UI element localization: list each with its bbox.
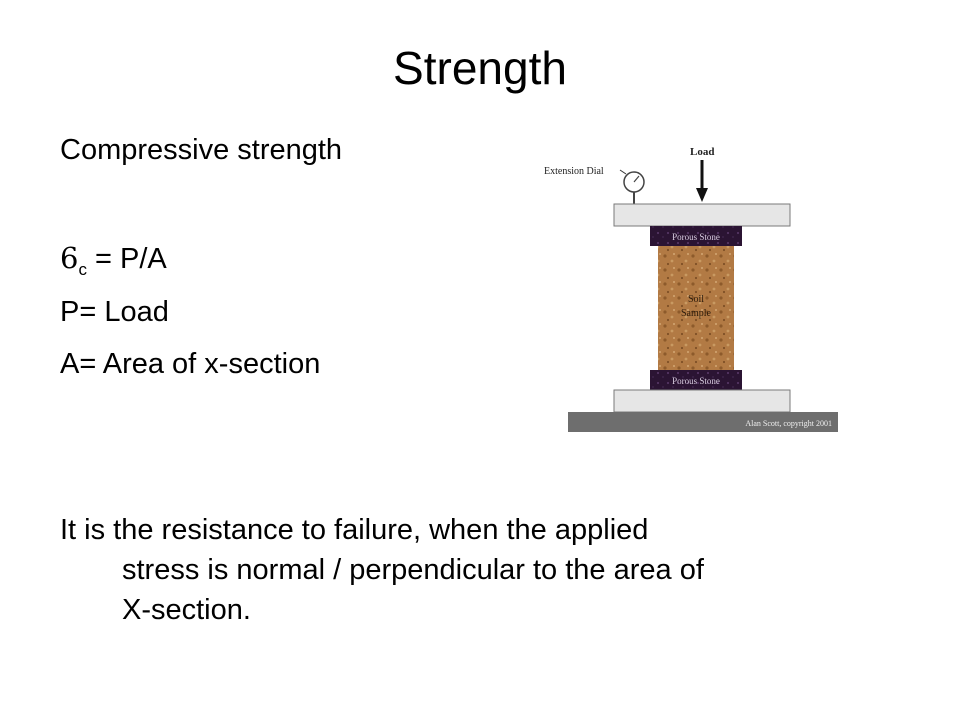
- bottom-platen: [613, 389, 791, 413]
- definition-area: A= Area of x-section: [60, 348, 321, 380]
- extension-dial-label: Extension Dial: [544, 166, 604, 177]
- formula: 6c = P/A: [60, 240, 167, 288]
- formula-subscript: c: [78, 260, 87, 279]
- heading-compressive-strength: Compressive strength: [60, 134, 343, 166]
- soil-sample: [658, 246, 734, 370]
- formula-rhs: = P/A: [86, 243, 167, 275]
- sigma-symbol: 6: [60, 241, 79, 275]
- compression-test-diagram: Extension Dial Load Porous Stone Soil Sa…: [544, 146, 838, 432]
- base-plate: [568, 412, 838, 432]
- top-platen: [613, 203, 791, 227]
- dial-needle: [633, 175, 640, 183]
- sample-label: Sample: [681, 308, 712, 319]
- description-paragraph: It is the resistance to failure, when th…: [60, 510, 900, 630]
- copyright-credit: Alan Scott, copyright 2001: [745, 419, 832, 428]
- top-porous-stone-label: Porous Stone: [672, 232, 720, 242]
- description-line-1: It is the resistance to failure, when th…: [60, 514, 649, 546]
- soil-label: Soil: [688, 294, 704, 305]
- description-line-3: X-section.: [122, 594, 251, 626]
- bottom-porous-stone-label: Porous Stone: [672, 376, 720, 386]
- dial-leader-line: [619, 169, 627, 175]
- top-porous-stone: [650, 226, 742, 246]
- load-label: Load: [690, 146, 714, 158]
- slide-title: Strength: [393, 42, 567, 94]
- load-arrow-icon: [696, 188, 708, 202]
- bottom-porous-stone: [650, 370, 742, 390]
- definition-load: P= Load: [60, 296, 169, 328]
- description-line-2: stress is normal / perpendicular to the …: [122, 554, 704, 586]
